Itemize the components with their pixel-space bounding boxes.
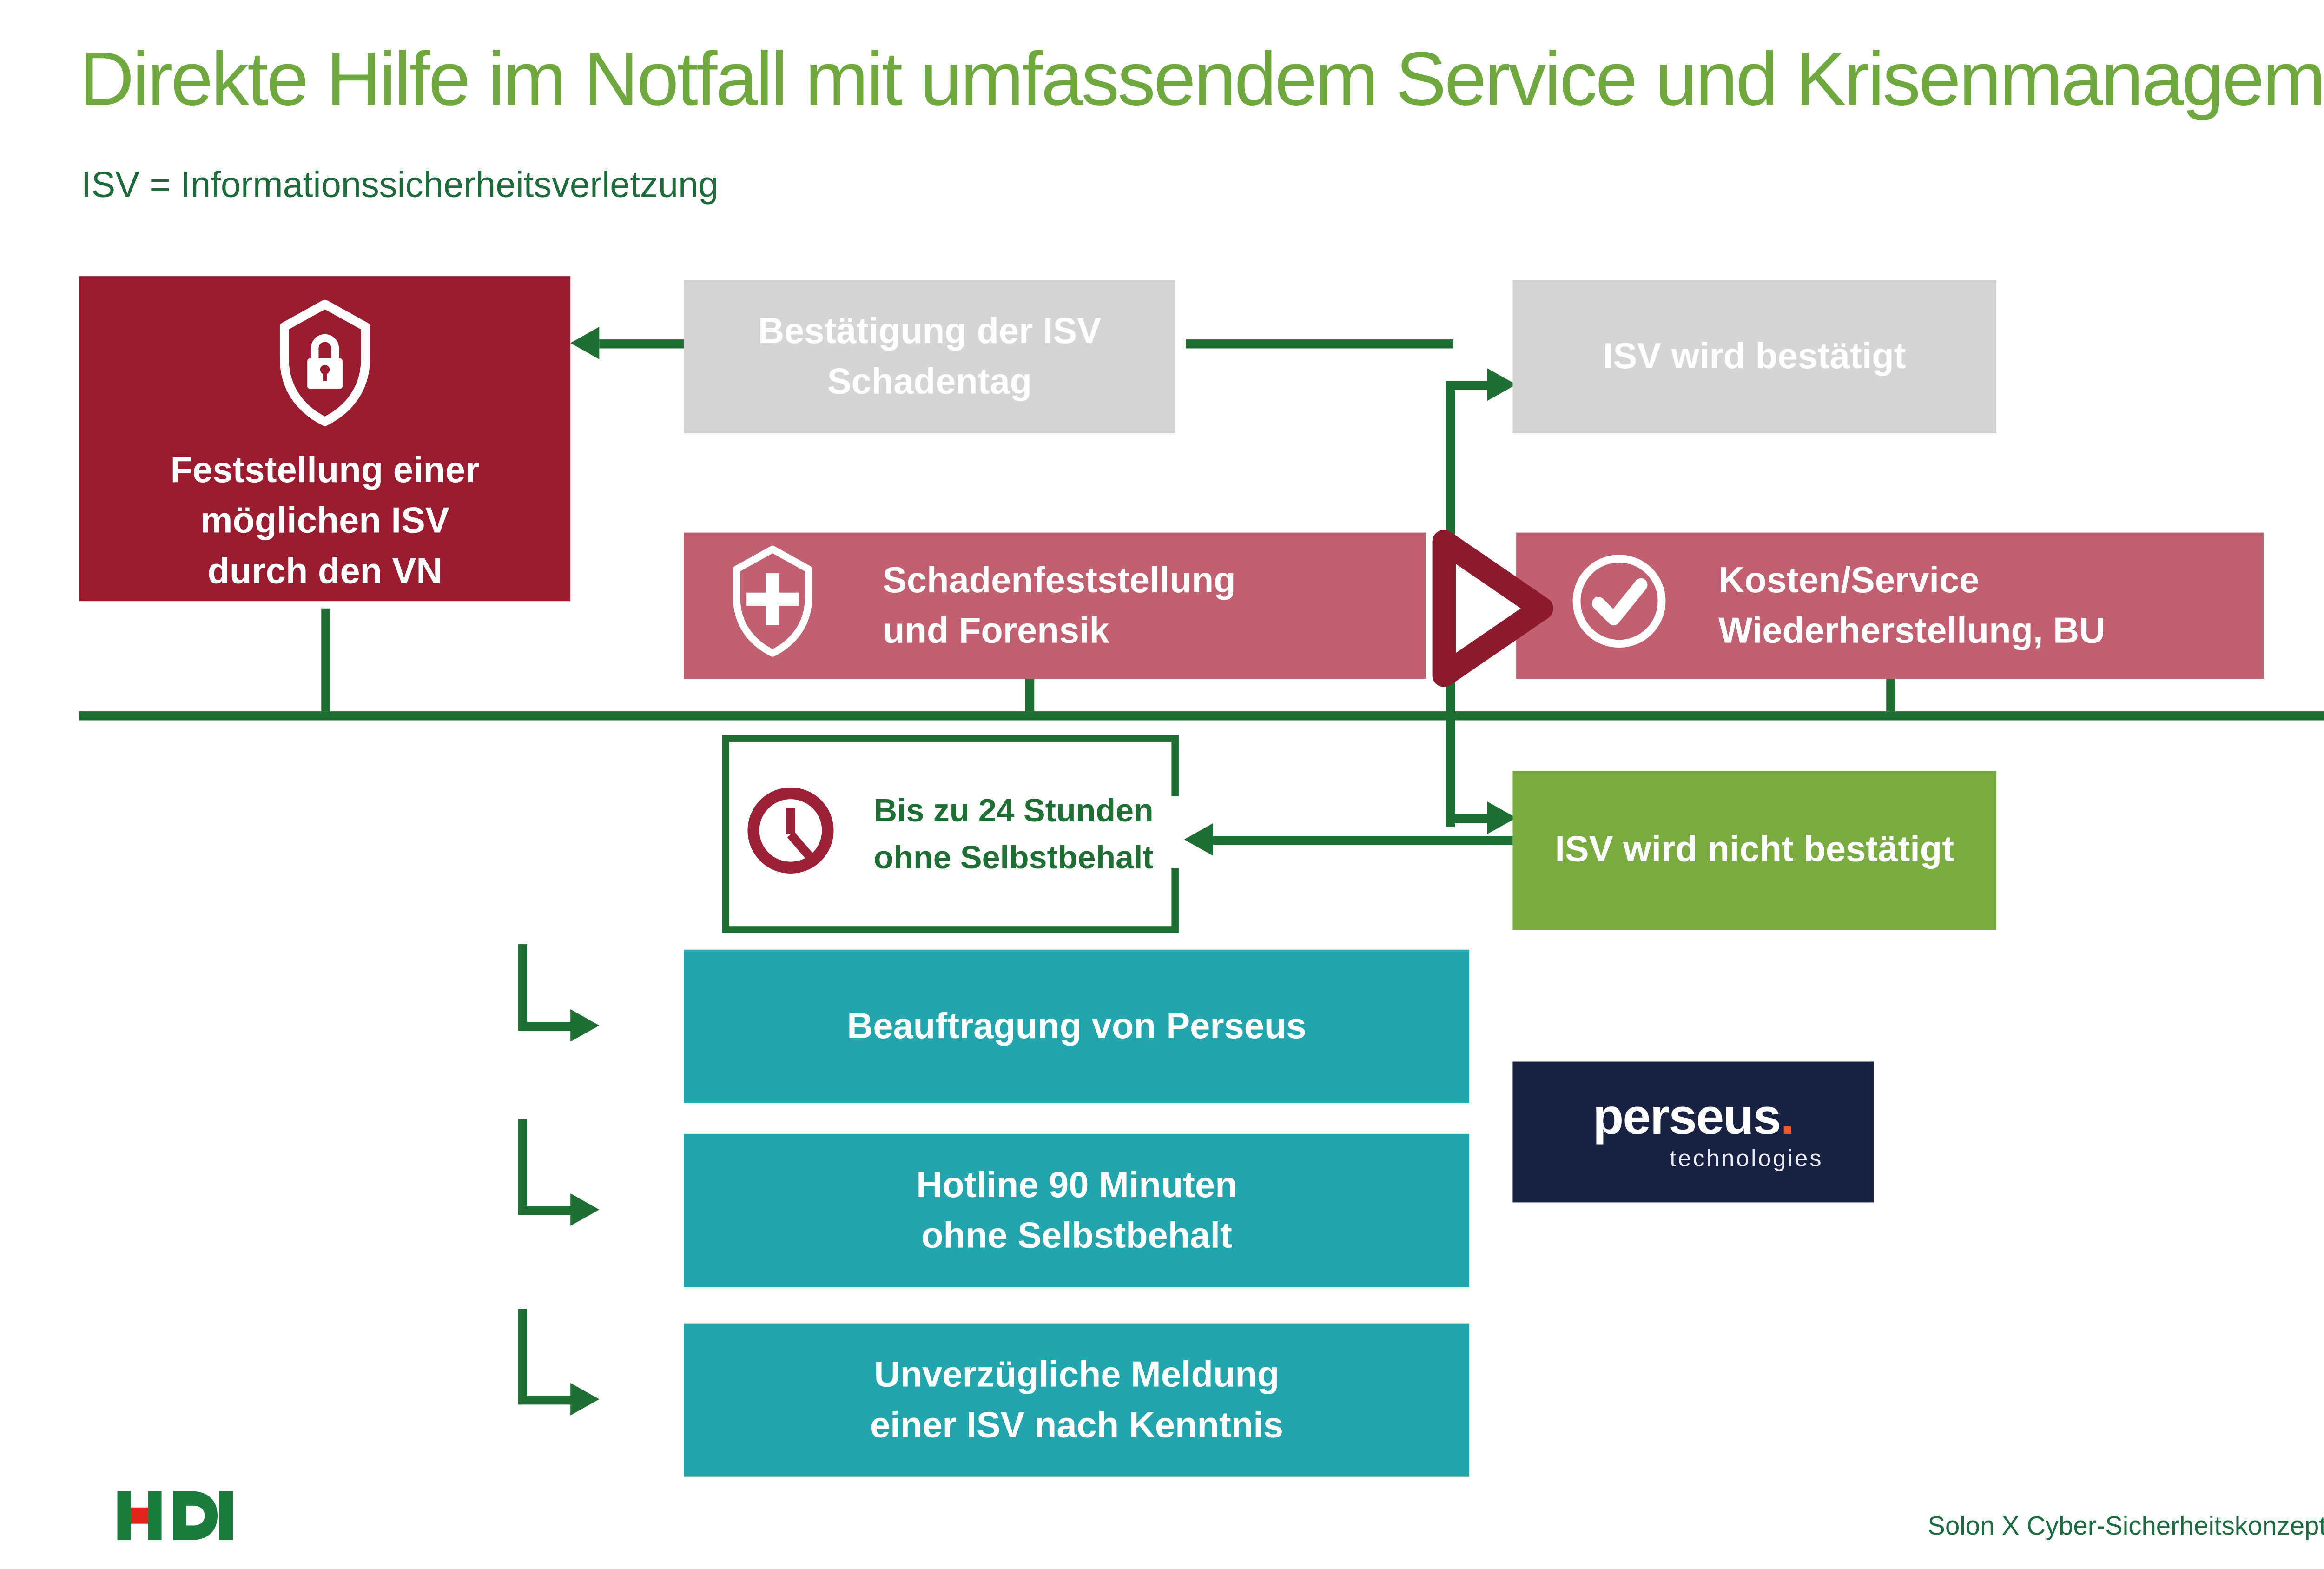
box-label: Wiederherstellung, BU bbox=[1718, 611, 2106, 651]
shield-lock-icon bbox=[269, 299, 381, 435]
box-label: und Forensik bbox=[883, 611, 1109, 651]
elbow-to-isv-nicht-bestaetigt-line bbox=[1446, 814, 1489, 822]
perseus-logo: perseus. technologies bbox=[1512, 1061, 1874, 1203]
box-feststellung-isv: Feststellung einer möglichen ISV durch d… bbox=[79, 276, 571, 602]
box-bestaetigung-schadentag: Bestätigung der ISV Schadentag bbox=[684, 279, 1175, 434]
box-label: Hotline 90 Minuten bbox=[916, 1165, 1237, 1205]
arrow-left-icon bbox=[1184, 823, 1213, 856]
box-label: Unverzügliche Meldung bbox=[874, 1355, 1280, 1395]
perseus-wordmark: perseus. bbox=[1592, 1088, 1795, 1145]
tick-kosten bbox=[1886, 679, 1895, 712]
box-beauftragung-perseus: Beauftragung von Perseus bbox=[684, 949, 1470, 1103]
elbow-hotline-hline bbox=[518, 1206, 573, 1214]
arrow-right-icon bbox=[1487, 368, 1517, 401]
perseus-subtitle: technologies bbox=[1670, 1145, 1823, 1172]
box-unverzuegliche-meldung: Unverzügliche Meldung einer ISV nach Ken… bbox=[684, 1323, 1470, 1477]
arrow-right-icon bbox=[1487, 801, 1517, 834]
arrow-bestaetigung-to-feststellung-line bbox=[599, 339, 684, 348]
arrow-right-icon bbox=[570, 1009, 600, 1042]
arrow-to-frist-line bbox=[1213, 836, 1513, 844]
box-label: Schadenfeststellung bbox=[883, 560, 1236, 601]
box-label: ISV wird bestätigt bbox=[1603, 337, 1906, 377]
box-isv-wird-bestaetigt: ISV wird bestätigt bbox=[1512, 279, 1997, 434]
box-label: Feststellung einer bbox=[170, 451, 480, 491]
elbow-hotline-vline bbox=[518, 1119, 527, 1213]
box-frist-24-stunden: Bis zu 24 Stunden ohne Selbstbehalt bbox=[722, 735, 1179, 933]
box-isv-wird-nicht-bestaetigt: ISV wird nicht bestätigt bbox=[1512, 771, 1997, 930]
elbow-beauftragung-hline bbox=[518, 1022, 573, 1030]
box-label: möglichen ISV bbox=[200, 502, 449, 542]
play-triangle-icon bbox=[1422, 523, 1567, 702]
shield-cross-icon bbox=[724, 545, 821, 666]
check-circle-icon bbox=[1567, 549, 1671, 663]
footer: Solon X Cyber-Sicherheitskonzept Cyberve… bbox=[1928, 1513, 2324, 1542]
box-label: Bestätigung der ISV bbox=[758, 311, 1101, 351]
box-label: durch den VN bbox=[207, 552, 442, 592]
footer-project: Solon X Cyber-Sicherheitskonzept bbox=[1928, 1513, 2324, 1542]
box-label: ohne Selbstbehalt bbox=[873, 839, 1154, 876]
clock-icon bbox=[744, 782, 838, 885]
connector-bestaetigung-line bbox=[1186, 339, 1453, 348]
box-label: Bis zu 24 Stunden bbox=[873, 792, 1154, 829]
elbow-beauftragung-vline bbox=[518, 944, 527, 1029]
elbow-meldung-vline bbox=[518, 1309, 527, 1403]
elbow-meldung-hline bbox=[518, 1395, 573, 1404]
perseus-name: perseus bbox=[1592, 1088, 1781, 1145]
tick-feststellung bbox=[321, 608, 330, 712]
elbow-to-isv-bestaetigt-line bbox=[1446, 381, 1489, 389]
box-label: Kosten/Service bbox=[1718, 560, 1980, 601]
box-kosten-service: Kosten/Service Wiederherstellung, BU bbox=[1516, 532, 2264, 679]
box-hotline-90-minuten: Hotline 90 Minuten ohne Selbstbehalt bbox=[684, 1133, 1470, 1287]
hdi-logo bbox=[117, 1491, 233, 1549]
arrow-left-icon bbox=[570, 326, 600, 359]
box-label: Schadentag bbox=[827, 362, 1032, 402]
box-label: Beauftragung von Perseus bbox=[847, 1006, 1307, 1046]
box-schadenfeststellung: Schadenfeststellung und Forensik bbox=[684, 532, 1426, 679]
arrow-right-icon bbox=[570, 1383, 600, 1416]
box-label: ISV wird nicht bestätigt bbox=[1555, 830, 1954, 870]
page-subtitle: ISV = Informationssicherheitsverletzung bbox=[81, 166, 719, 206]
box-label: einer ISV nach Kenntnis bbox=[870, 1405, 1284, 1445]
tick-schadenfeststellung bbox=[1025, 679, 1034, 712]
box-label: ohne Selbstbehalt bbox=[921, 1216, 1232, 1256]
timeline-line bbox=[79, 711, 2324, 721]
arrow-right-icon bbox=[570, 1193, 600, 1226]
perseus-dot: . bbox=[1780, 1088, 1794, 1145]
border-gap bbox=[1166, 796, 1184, 868]
page-title: Direkte Hilfe im Notfall mit umfassendem… bbox=[79, 36, 2324, 121]
